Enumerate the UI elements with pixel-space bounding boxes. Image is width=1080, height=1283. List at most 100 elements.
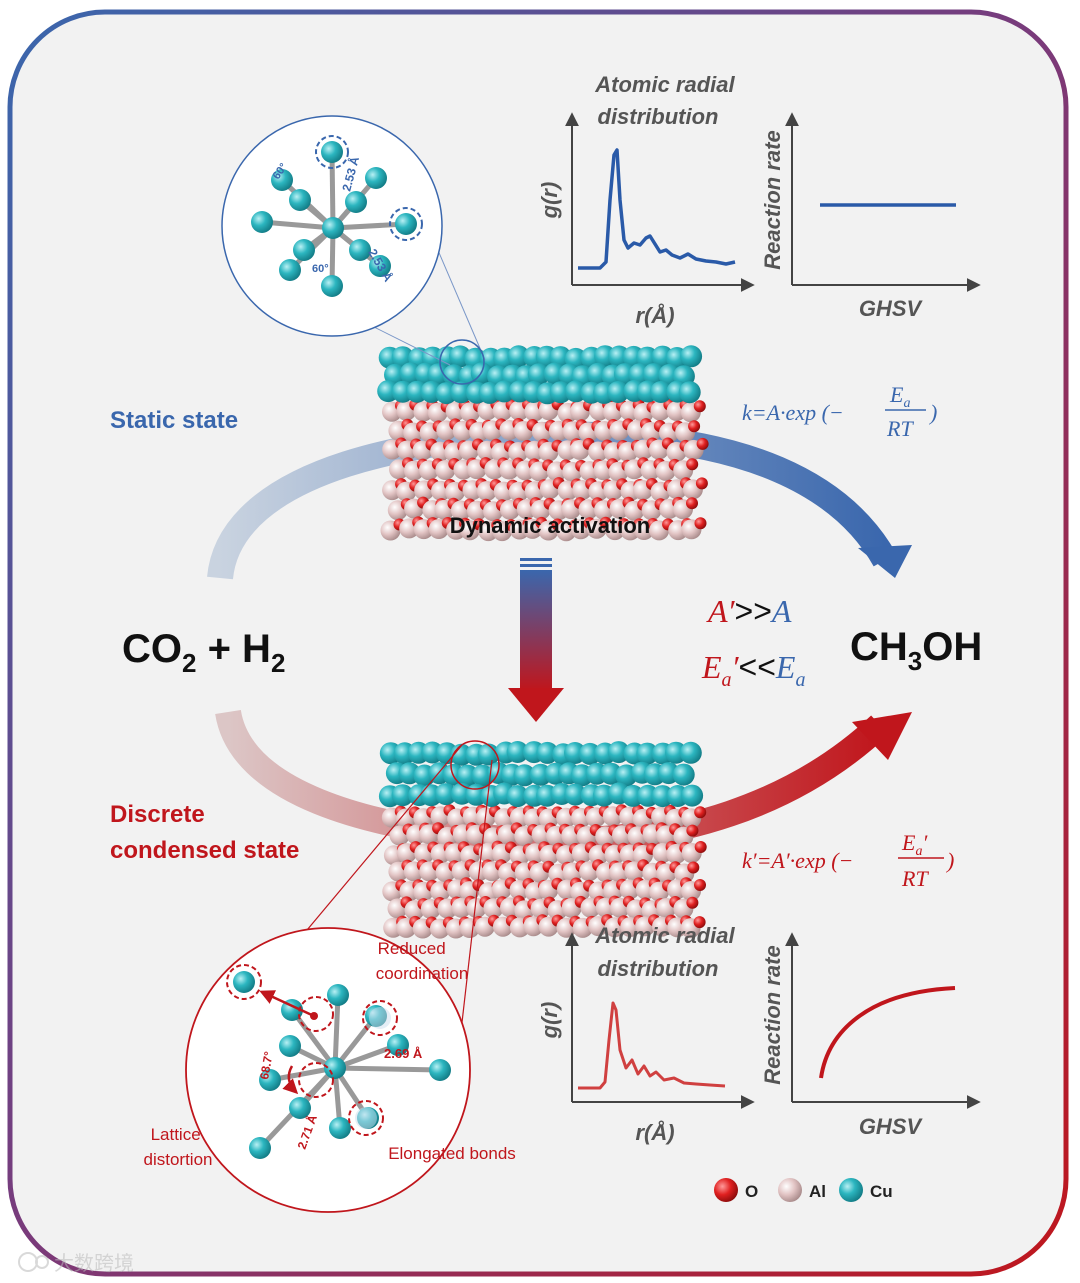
bond xyxy=(269,1065,336,1083)
copper-atom xyxy=(636,742,659,765)
vacancy-atom xyxy=(369,1007,391,1029)
oxygen-atom xyxy=(686,458,699,471)
static-rate-equation: k=A·exp (− Ea RT ) xyxy=(742,382,937,441)
watermark: 大数跨境 xyxy=(18,1252,134,1275)
rate-y-label: Reaction rate xyxy=(760,130,785,269)
dynamic-activation-label: Dynamic activation xyxy=(450,513,651,538)
highlight-ring xyxy=(226,964,262,1000)
oxygen-atom xyxy=(696,437,709,450)
copper-atom xyxy=(649,381,672,403)
copper-atom xyxy=(249,1137,271,1159)
element-legend: O Al Cu xyxy=(714,1178,893,1202)
top-zoom-circle: 60° 60° 2.53 Å 2.53 Å xyxy=(221,115,443,337)
preexponential-comparison: A′>>A xyxy=(706,593,792,629)
copper-atom xyxy=(259,1069,281,1091)
oxygen-atom xyxy=(693,400,706,413)
displacement-arrow xyxy=(259,990,315,1018)
static-rdf-plot: Atomic radial distribution g(r) r(Å) xyxy=(537,72,755,328)
copper-atom xyxy=(678,381,701,404)
copper-atom xyxy=(477,743,500,766)
condensed-rdf-plot: Atomic radial distribution g(r) r(Å) xyxy=(537,923,755,1145)
copper-atom xyxy=(651,785,674,808)
bond xyxy=(329,151,336,229)
oxygen-atom xyxy=(686,896,699,909)
svg-text:大数跨境: 大数跨境 xyxy=(54,1252,134,1275)
oxygen-atom xyxy=(688,420,701,433)
bond xyxy=(333,1014,378,1070)
bottom-zoom-origin xyxy=(450,740,500,790)
copper-atom xyxy=(395,213,417,235)
copper-atom xyxy=(387,1034,409,1056)
rdf-y-label: g(r) xyxy=(537,1002,562,1040)
svg-text:RT: RT xyxy=(901,866,929,891)
copper-atom xyxy=(369,255,391,277)
bond xyxy=(261,219,334,231)
copper-atom xyxy=(289,189,311,211)
bond xyxy=(332,994,341,1069)
oxygen-atom xyxy=(694,879,706,891)
zoom-angle-label-2: 60° xyxy=(312,263,329,275)
oxygen-atom-icon xyxy=(714,1178,738,1202)
copper-atom xyxy=(507,345,530,368)
static-state-label: Static state xyxy=(110,407,238,434)
copper-atom xyxy=(607,381,630,403)
copper-atom xyxy=(513,764,536,787)
oxygen-atom xyxy=(693,916,706,929)
rdf-x-label: r(Å) xyxy=(635,1120,674,1145)
copper-atom xyxy=(365,167,387,189)
bond xyxy=(334,1042,399,1071)
bond xyxy=(334,1065,441,1073)
copper-atom xyxy=(642,363,665,386)
highlight-ring xyxy=(362,1000,398,1036)
top-zoom-origin xyxy=(439,339,485,385)
copper-atom xyxy=(329,1117,351,1139)
copper-atom xyxy=(506,741,529,763)
highlight-ring xyxy=(298,1062,334,1098)
rdf-curve xyxy=(578,1001,726,1090)
oxygen-atom xyxy=(687,861,700,874)
svg-text:): ) xyxy=(945,848,954,873)
oxygen-atom xyxy=(694,841,707,853)
copper-atom xyxy=(450,381,473,404)
copper-atom xyxy=(345,191,367,213)
svg-text:Ea: Ea xyxy=(889,382,910,411)
copper-atom xyxy=(289,1097,311,1119)
svg-text:O: O xyxy=(745,1182,758,1201)
rate-x-label: GHSV xyxy=(859,296,924,321)
copper-atom xyxy=(279,259,301,281)
reactants-label: CO2 + H2 xyxy=(122,627,285,678)
activation-down-arrow xyxy=(508,558,564,722)
static-rate-plot: Reaction rate GHSV xyxy=(760,112,981,321)
copper-atom xyxy=(564,783,587,806)
rate-y-label: Reaction rate xyxy=(760,945,785,1084)
zoom-bond-label-1: 2.69 Å xyxy=(384,1046,423,1061)
condensed-catalyst-slab xyxy=(378,741,707,939)
copper-atom xyxy=(279,1035,301,1057)
bond xyxy=(332,221,407,231)
svg-text:RT: RT xyxy=(886,416,914,441)
copper-atom xyxy=(434,783,457,806)
copper-atom xyxy=(681,784,704,807)
oxygen-atom xyxy=(686,497,698,510)
svg-text:k=A·exp (−: k=A·exp (− xyxy=(742,400,844,425)
rate-x-label: GHSV xyxy=(859,1114,924,1139)
copper-atom xyxy=(607,741,630,764)
copper-atom xyxy=(349,239,371,261)
copper-atom xyxy=(293,239,315,261)
svg-text:Cu: Cu xyxy=(870,1182,893,1201)
copper-atom xyxy=(450,743,473,766)
copper-atom xyxy=(680,345,703,368)
highlight-ring xyxy=(389,207,423,241)
rdf-x-label: r(Å) xyxy=(635,303,674,328)
copper-atom xyxy=(322,217,344,239)
highlight-ring xyxy=(298,996,334,1032)
copper-atom xyxy=(391,784,414,807)
condensed-rate-equation: k′=A′·exp (− Ea′ RT ) xyxy=(742,830,954,891)
rdf-y-label: g(r) xyxy=(537,182,562,220)
displaced-copper-atom xyxy=(233,971,255,993)
reduced-coordination-label: Reduced coordination xyxy=(376,939,469,983)
copper-atom xyxy=(679,741,702,764)
copper-atom xyxy=(321,141,343,163)
copper-atom xyxy=(442,364,465,387)
